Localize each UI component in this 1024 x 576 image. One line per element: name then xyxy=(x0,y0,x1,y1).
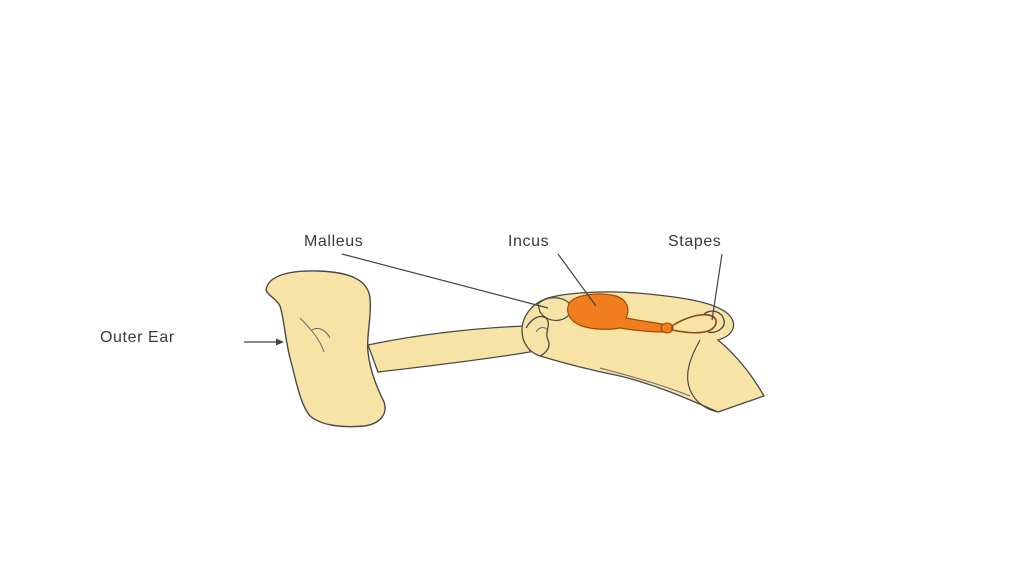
outer-ear-inner-fold xyxy=(299,317,325,353)
stapes-label: Stapes xyxy=(668,233,722,250)
stapes-joint xyxy=(660,322,674,334)
eardrum-fold xyxy=(535,327,549,333)
outer-ear-label: Outer Ear xyxy=(100,329,175,346)
incus-leader-line xyxy=(557,253,597,307)
stapes-leader-line xyxy=(711,253,723,321)
inner-ear-contour-2 xyxy=(599,367,691,397)
inner-ear-contour xyxy=(687,339,719,413)
outer-ear-inner-fold-2 xyxy=(311,327,331,339)
outer-ear-shape xyxy=(265,270,386,428)
stapes-footplate xyxy=(703,310,725,334)
ear-canal xyxy=(367,325,531,373)
malleus-label: Malleus xyxy=(304,233,364,250)
eardrum xyxy=(525,315,550,357)
outer-ear-pointer-arrowhead xyxy=(276,338,284,346)
stapes-bone xyxy=(671,313,717,334)
incus-label: Incus xyxy=(508,233,550,250)
malleus-leader-line xyxy=(341,253,549,309)
